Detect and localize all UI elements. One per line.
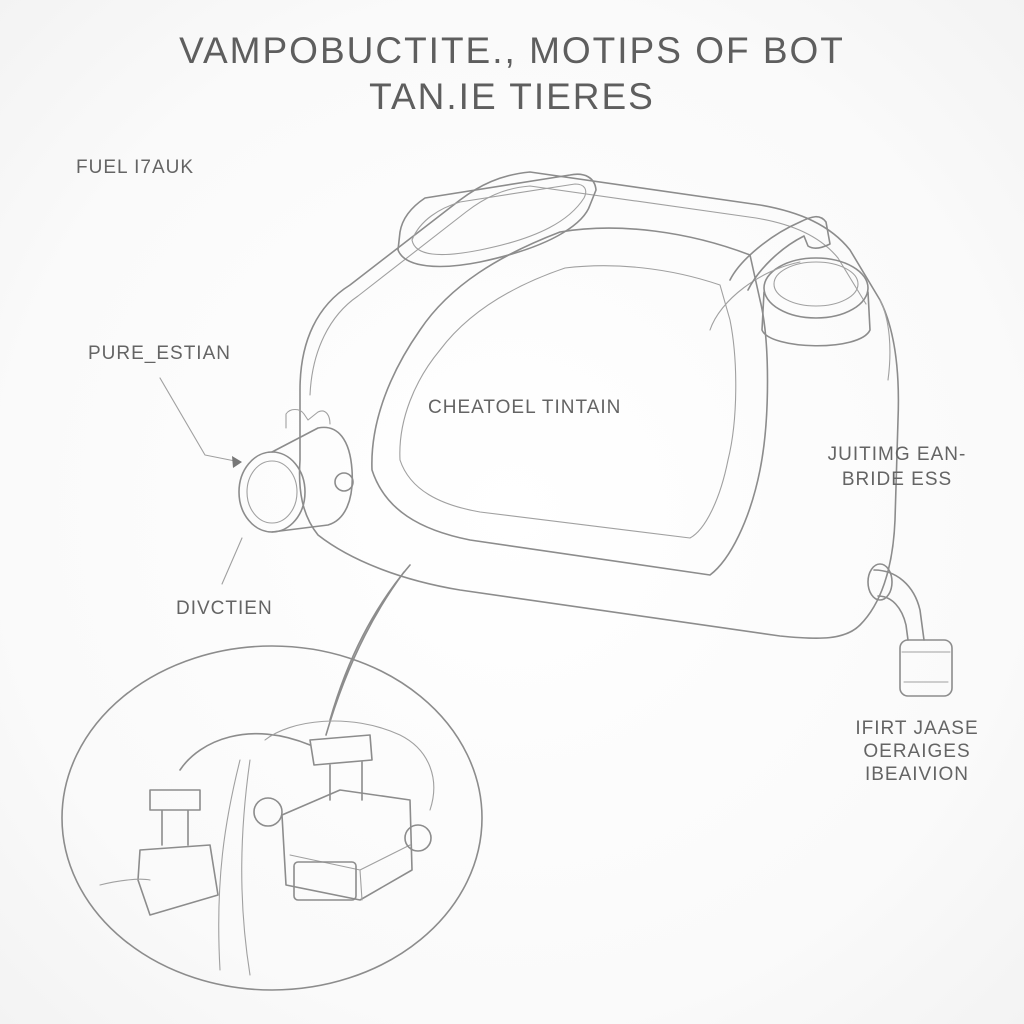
tank-front-panel-inset <box>399 265 737 539</box>
label-right-lower-line-2: OERAIGES <box>863 741 971 762</box>
label-diveration: DIVCTIEN <box>176 598 273 619</box>
fuel-line-to-pump <box>325 564 411 736</box>
pump-left-valve <box>137 789 219 916</box>
filler-neck-rim-inner <box>773 261 859 307</box>
label-fuel-tank: FUEL I7AUK <box>76 157 195 178</box>
vent-tube <box>729 215 831 291</box>
label-right-upper: JUITIMG EAN- BRIDE ESS <box>812 442 982 492</box>
pump-block-front <box>289 844 411 901</box>
pump-housing-top <box>309 734 373 766</box>
diagram-title-line-2: TAN.IE TIERES <box>369 76 655 117</box>
right-elbow-collar <box>867 563 893 601</box>
filler-neck-rim <box>763 257 869 319</box>
pump-sight-window <box>293 861 357 901</box>
label-right-lower-line-3: IBEAIVION <box>864 764 970 785</box>
pointer-arrowhead <box>232 456 242 468</box>
right-elbow-pipe <box>873 569 925 641</box>
pump-hoses <box>99 720 435 976</box>
label-tank-body: CHEATOEL TINTAIN <box>428 397 622 418</box>
label-right-lower: IFIRT JAASE OERAIGES IBEAIVION <box>842 717 992 786</box>
label-right-upper-line-1: JUITIMG EAN- <box>827 444 967 465</box>
right-elbow-fitting <box>899 639 953 697</box>
outlet-fitting-face-inner <box>246 460 298 524</box>
outlet-fitting-face <box>238 451 306 533</box>
outlet-fitting-body <box>271 426 354 533</box>
pump-left-pipe <box>179 732 311 771</box>
top-cap-top-face <box>411 183 587 256</box>
pointer-line-pure-estian <box>159 377 241 463</box>
pump-stem <box>329 761 363 801</box>
outlet-fitting-flange <box>285 408 331 429</box>
label-right-upper-line-2: BRIDE ESS <box>841 469 953 490</box>
filler-neck-base <box>709 261 891 381</box>
filler-neck-body <box>761 291 871 347</box>
top-cap <box>397 173 597 268</box>
pointer-line-diveration <box>221 537 243 585</box>
pump-side-knob-right <box>404 824 432 852</box>
label-pure-estian: PURE_ESTIAN <box>88 343 231 364</box>
outlet-fitting-bolt <box>334 472 354 492</box>
diagram-title-line-1: VAMPOBUCTITE., MOTIPS OF BOT <box>179 30 845 71</box>
label-right-lower-line-1: IFIRT JAASE <box>855 718 979 739</box>
pump-side-knob-left <box>253 797 283 827</box>
pump-detail-circle <box>61 645 483 991</box>
pump-block <box>281 789 413 901</box>
tank-outer-body-inner-edge <box>309 185 867 396</box>
